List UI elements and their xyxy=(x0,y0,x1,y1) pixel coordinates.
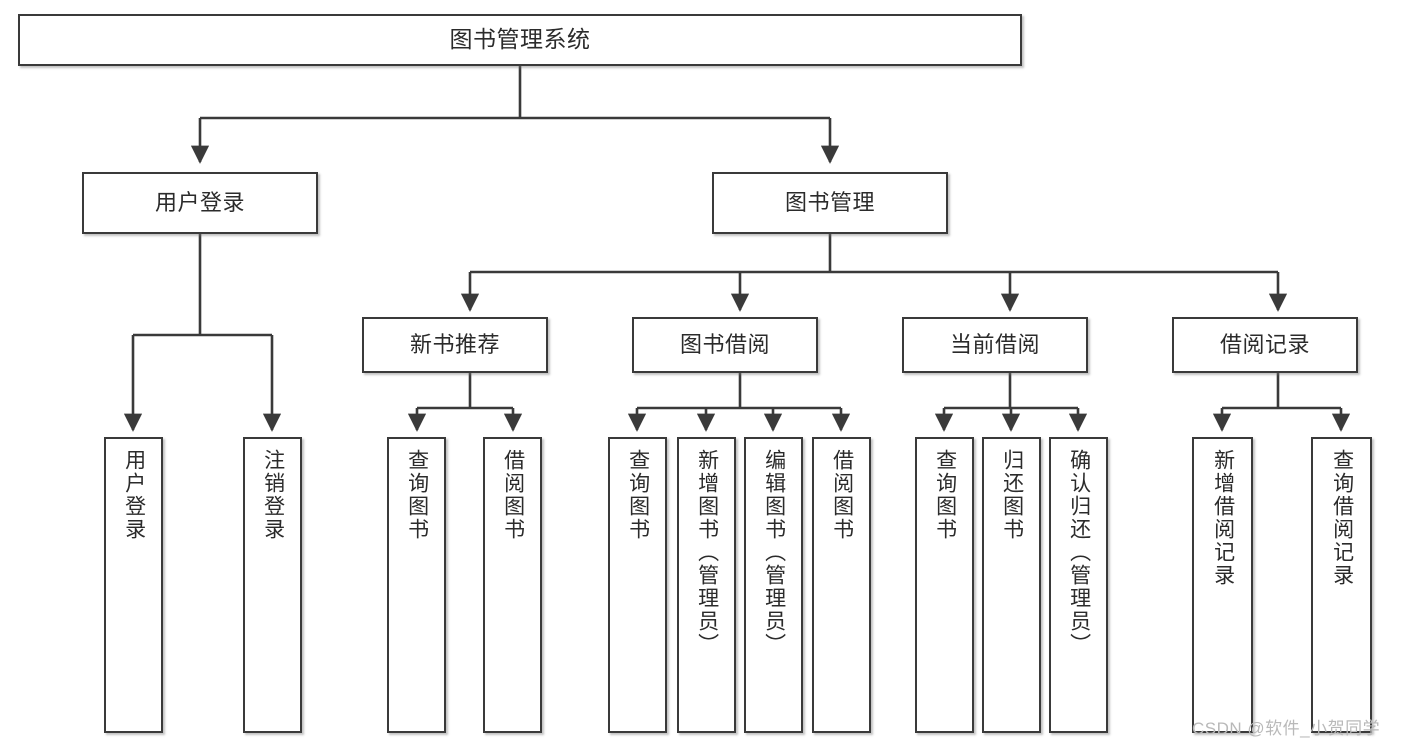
leaf-borrow-book-1-label: 借阅图书 xyxy=(501,449,525,541)
node-root[interactable]: 图书管理系统 xyxy=(18,14,1022,66)
leaf-borrow-book-2[interactable]: 借阅图书 xyxy=(812,437,871,733)
leaf-query-book-3-label: 查询图书 xyxy=(933,449,957,541)
node-new-book-recommend-label: 新书推荐 xyxy=(409,331,500,357)
leaf-query-book-2[interactable]: 查询图书 xyxy=(608,437,667,733)
node-root-label: 图书管理系统 xyxy=(449,26,591,53)
leaf-user-login[interactable]: 用户登录 xyxy=(104,437,163,733)
node-borrow-record[interactable]: 借阅记录 xyxy=(1172,317,1358,373)
leaf-user-logout[interactable]: 注销登录 xyxy=(243,437,302,733)
leaf-edit-book[interactable]: 编辑图书（管理员） xyxy=(744,437,803,733)
leaf-query-borrow-record-label: 查询借阅记录 xyxy=(1330,449,1354,587)
csdn-watermark: CSDN @软件_小贺同学 xyxy=(1192,719,1381,738)
leaf-add-book-label: 新增图书（管理员） xyxy=(695,449,719,656)
leaf-query-book-3[interactable]: 查询图书 xyxy=(915,437,974,733)
node-current-borrow[interactable]: 当前借阅 xyxy=(902,317,1088,373)
node-user-login-label: 用户登录 xyxy=(154,189,245,215)
leaf-return-book-label: 归还图书 xyxy=(1000,449,1024,541)
leaf-query-book-2-label: 查询图书 xyxy=(626,449,650,541)
node-borrow-record-label: 借阅记录 xyxy=(1219,331,1310,357)
leaf-query-book-1[interactable]: 查询图书 xyxy=(387,437,446,733)
node-book-manage-label: 图书管理 xyxy=(784,189,875,215)
node-user-login[interactable]: 用户登录 xyxy=(82,172,318,234)
leaf-query-borrow-record[interactable]: 查询借阅记录 xyxy=(1311,437,1372,733)
leaf-borrow-book-2-label: 借阅图书 xyxy=(830,449,854,541)
node-book-borrow-label: 图书借阅 xyxy=(679,331,770,357)
leaf-add-book[interactable]: 新增图书（管理员） xyxy=(677,437,736,733)
node-current-borrow-label: 当前借阅 xyxy=(949,331,1040,357)
node-book-manage[interactable]: 图书管理 xyxy=(712,172,948,234)
leaf-add-borrow-record[interactable]: 新增借阅记录 xyxy=(1192,437,1253,733)
leaf-user-login-label: 用户登录 xyxy=(122,449,146,541)
leaf-confirm-return[interactable]: 确认归还（管理员） xyxy=(1049,437,1108,733)
leaf-confirm-return-label: 确认归还（管理员） xyxy=(1067,449,1091,656)
leaf-return-book[interactable]: 归还图书 xyxy=(982,437,1041,733)
node-book-borrow[interactable]: 图书借阅 xyxy=(632,317,818,373)
leaf-edit-book-label: 编辑图书（管理员） xyxy=(762,449,786,656)
leaf-user-logout-label: 注销登录 xyxy=(261,449,285,541)
leaf-borrow-book-1[interactable]: 借阅图书 xyxy=(483,437,542,733)
leaf-query-book-1-label: 查询图书 xyxy=(405,449,429,541)
leaf-add-borrow-record-label: 新增借阅记录 xyxy=(1211,449,1235,587)
node-new-book-recommend[interactable]: 新书推荐 xyxy=(362,317,548,373)
